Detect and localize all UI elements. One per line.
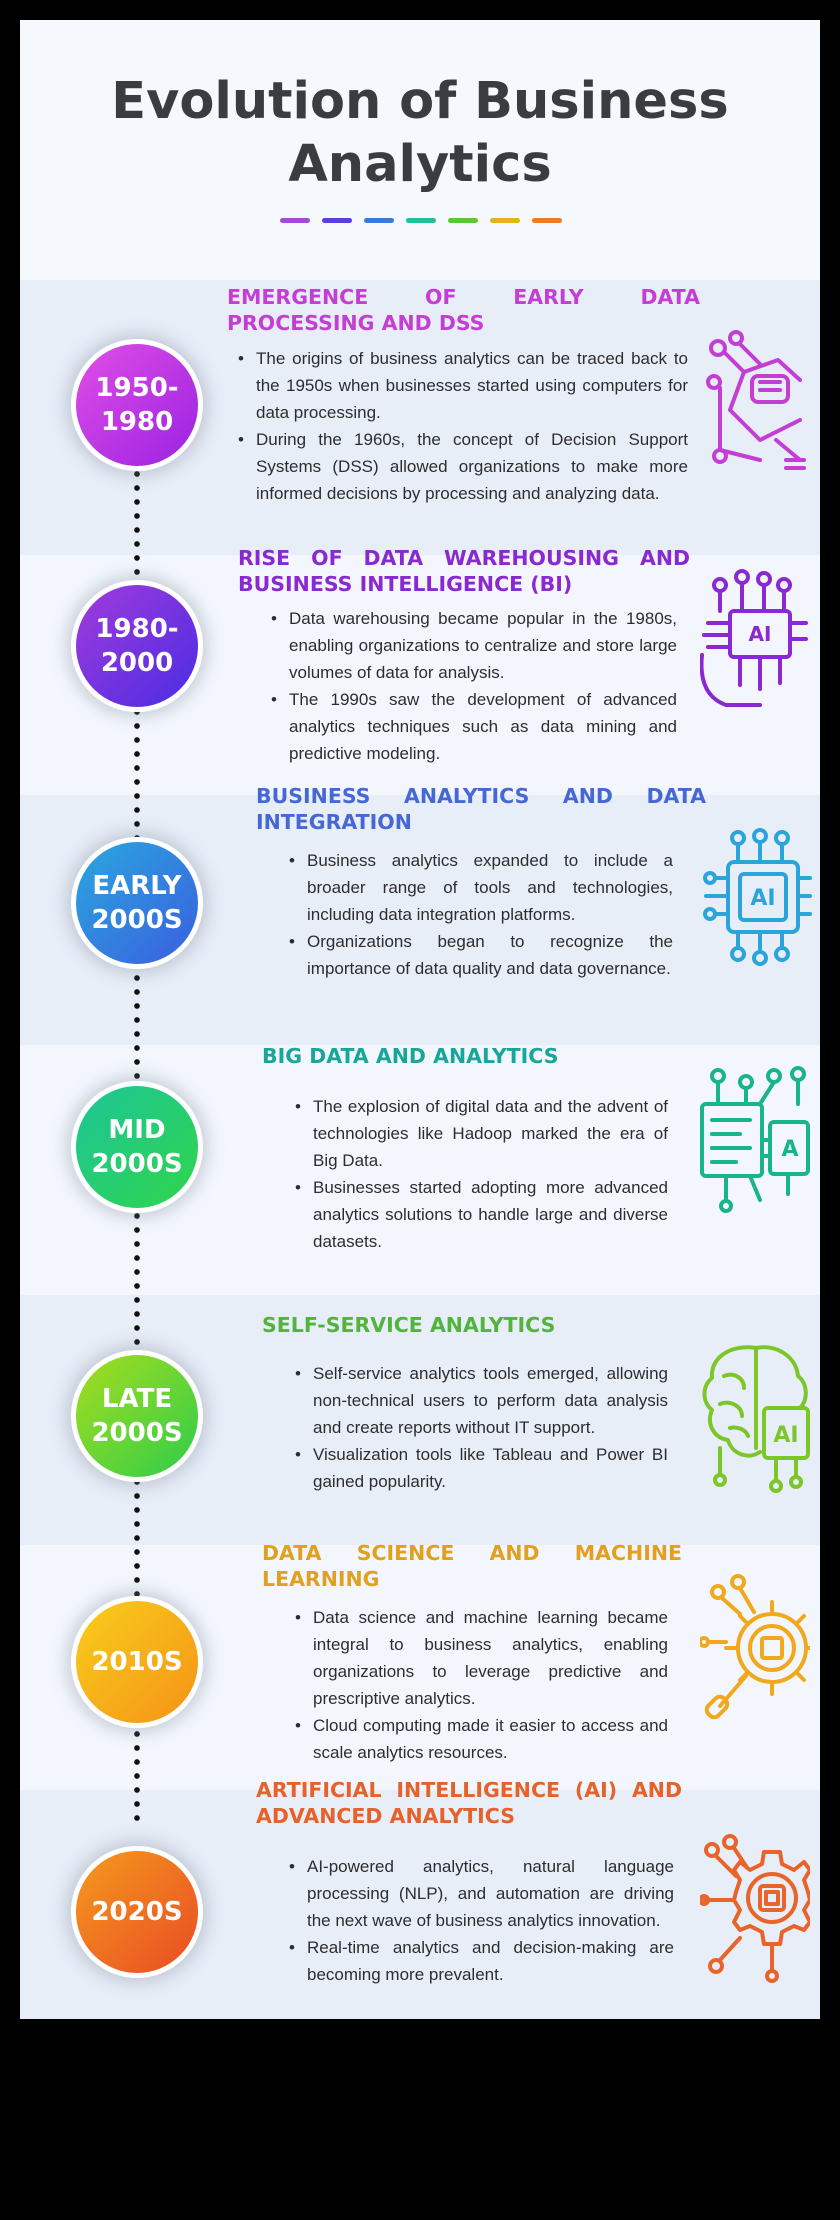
milestone-points: Self-service analytics tools emerged, al… — [295, 1360, 668, 1495]
title-dash — [490, 218, 520, 223]
bullet-point: The origins of business analytics can be… — [238, 345, 688, 426]
title-dash — [364, 218, 394, 223]
bullet-point: Business analytics expanded to include a… — [289, 847, 673, 928]
bullet-point: Real-time analytics and decision-making … — [289, 1934, 674, 1988]
svg-text:AI: AI — [750, 886, 775, 911]
infographic-card: Evolution of Business Analytics 1950- 19… — [20, 20, 820, 2019]
milestone-points: Data warehousing became popular in the 1… — [271, 605, 677, 767]
milestone-points: Data science and machine learning became… — [295, 1604, 668, 1766]
gear-chip-icon — [700, 1834, 810, 1983]
era-badge-early-2000s: EARLY 2000S — [71, 837, 203, 969]
era-badge-1950-1980: 1950- 1980 — [71, 339, 203, 471]
page-title: Evolution of Business Analytics — [111, 72, 729, 194]
ai-brain-circuit-icon: AI — [700, 569, 808, 707]
svg-text:AI: AI — [773, 1423, 798, 1448]
bullet-point: The 1990s saw the development of advance… — [271, 686, 677, 767]
era-label: MID 2000S — [91, 1115, 183, 1179]
era-label: 2010S — [91, 1647, 183, 1677]
svg-text:A: A — [781, 1137, 798, 1162]
bullet-point: Businesses started adopting more advance… — [295, 1174, 668, 1255]
bullet-point: During the 1960s, the concept of Decisio… — [238, 426, 688, 507]
milestone-title: DATA SCIENCE AND MACHINE LEARNING — [262, 1541, 682, 1591]
title-dash — [448, 218, 478, 223]
era-badge-2020s: 2020S — [71, 1846, 203, 1978]
header: Evolution of Business Analytics — [20, 20, 820, 280]
ai-chip-icon: AI — [703, 828, 812, 966]
era-badge-1980-2000: 1980- 2000 — [71, 580, 203, 712]
svg-text:AI: AI — [749, 622, 772, 646]
robot-hand-circuit-icon — [706, 330, 806, 470]
bullet-point: Visualization tools like Tableau and Pow… — [295, 1441, 668, 1495]
milestone-title: EMERGENCE OF EARLY DATA PROCESSING AND D… — [227, 285, 700, 335]
era-badge-2010s: 2010S — [71, 1596, 203, 1728]
milestone-title: ARTIFICIAL INTELLIGENCE (AI) AND ADVANCE… — [256, 1778, 682, 1828]
era-label: 1950- 1980 — [95, 373, 179, 437]
milestone-points: The origins of business analytics can be… — [238, 345, 688, 507]
bullet-point: Self-service analytics tools emerged, al… — [295, 1360, 668, 1441]
era-badge-late-2000s: LATE 2000S — [71, 1350, 203, 1482]
era-label: LATE 2000S — [91, 1384, 183, 1448]
bullet-point: Data warehousing became popular in the 1… — [271, 605, 677, 686]
title-underline-dashes — [280, 218, 562, 223]
era-label: 2020S — [91, 1897, 183, 1927]
era-badge-mid-2000s: MID 2000S — [71, 1081, 203, 1213]
title-dash — [280, 218, 310, 223]
title-dash — [532, 218, 562, 223]
bullet-point: Data science and machine learning became… — [295, 1604, 668, 1712]
ai-circuit-board-icon: A — [700, 1066, 810, 1213]
bullet-point: Cloud computing made it easier to access… — [295, 1712, 668, 1766]
milestone-points: The explosion of digital data and the ad… — [295, 1093, 668, 1255]
title-dash — [322, 218, 352, 223]
milestone-title: BUSINESS ANALYTICS AND DATA INTEGRATION — [256, 784, 706, 834]
bullet-point: AI-powered analytics, natural language p… — [289, 1853, 674, 1934]
milestone-title: RISE OF DATA WAREHOUSING AND BUSINESS IN… — [238, 546, 690, 596]
era-label: 1980- 2000 — [95, 614, 179, 678]
era-label: EARLY 2000S — [91, 871, 183, 935]
milestone-points: AI-powered analytics, natural language p… — [289, 1853, 674, 1988]
milestone-points: Business analytics expanded to include a… — [289, 847, 673, 982]
ai-brain-icon: AI — [702, 1345, 810, 1493]
gear-magnifier-icon — [700, 1574, 810, 1720]
milestone-title: BIG DATA AND ANALYTICS — [262, 1044, 559, 1068]
bullet-point: Organizations began to recognize the imp… — [289, 928, 673, 982]
title-dash — [406, 218, 436, 223]
milestone-title: SELF-SERVICE ANALYTICS — [262, 1313, 556, 1337]
bullet-point: The explosion of digital data and the ad… — [295, 1093, 668, 1174]
